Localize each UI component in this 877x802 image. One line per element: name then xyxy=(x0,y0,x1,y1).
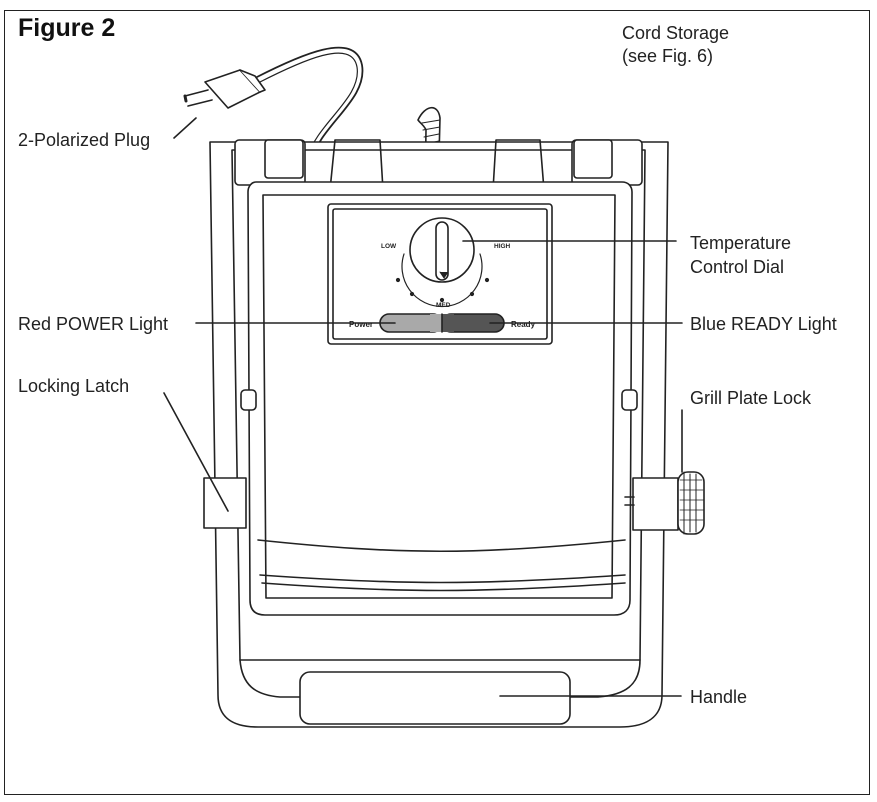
dial-high-label: HIGH xyxy=(494,243,511,250)
plug-icon xyxy=(183,69,266,109)
ready-light-label: Ready xyxy=(511,320,536,329)
figure-frame xyxy=(4,10,870,795)
control-dial-label: Control Dial xyxy=(690,257,785,277)
temperature-dial xyxy=(409,217,475,283)
dial-med-label: MED xyxy=(436,302,451,309)
grill-plate-lock-label: Grill Plate Lock xyxy=(690,388,812,408)
temperature-label: Temperature xyxy=(690,233,792,253)
handle-label: Handle xyxy=(690,687,748,707)
figure-title: Figure 2 xyxy=(18,14,116,42)
plug-label: 2-Polarized Plug xyxy=(18,130,151,150)
red-power-light-label: Red POWER Light xyxy=(18,314,169,334)
locking-latch-label: Locking Latch xyxy=(18,376,130,396)
locking-latch xyxy=(203,477,247,529)
cord-storage-ref-label: (see Fig. 6) xyxy=(622,46,714,66)
handle xyxy=(299,671,571,725)
power-light-label: Power xyxy=(349,320,373,329)
dial-low-label: LOW xyxy=(381,243,397,250)
grill-plate-lock-knob xyxy=(677,471,705,535)
blue-ready-light-label: Blue READY Light xyxy=(690,314,837,334)
cord-storage-label: Cord Storage xyxy=(622,23,730,43)
